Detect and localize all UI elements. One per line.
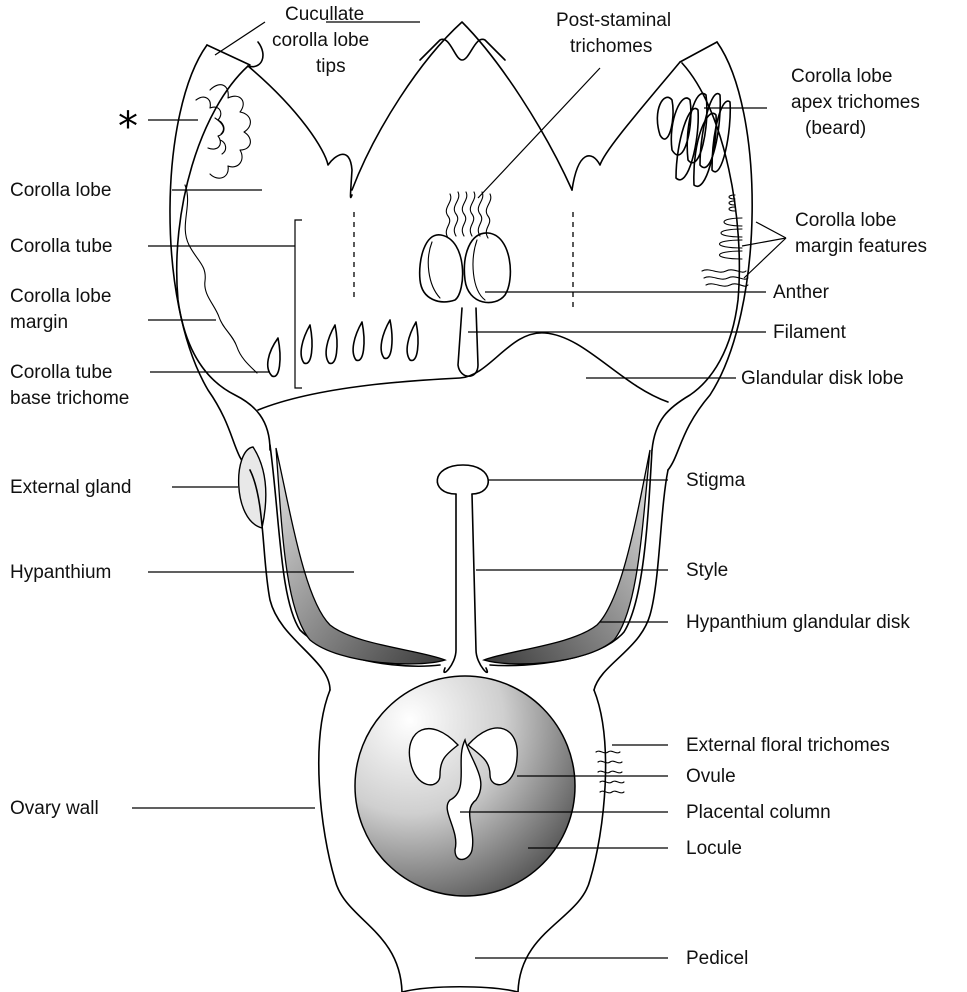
label-pedicel: Pedicel: [686, 948, 748, 969]
label-corolla-lobe: Corolla lobe: [10, 180, 111, 201]
corolla-lobe-margin-features: [702, 195, 748, 286]
label-cucullate-tips-1: Cucullate: [285, 4, 364, 25]
label-ovule: Ovule: [686, 766, 736, 787]
label-locule: Locule: [686, 838, 742, 859]
label-margin-features-1: Corolla lobe: [795, 210, 896, 231]
label-glandular-disk-lobe: Glandular disk lobe: [741, 368, 904, 389]
label-apex-trichomes-3: (beard): [805, 118, 866, 139]
anther-inner-lines: [428, 240, 485, 300]
apex-trichomes-beard: [657, 93, 730, 186]
corolla-floor: [258, 333, 668, 410]
pedicel-base: [402, 987, 518, 992]
right-lobe-tip: [680, 42, 717, 62]
label-external-floral-trichomes: External floral trichomes: [686, 735, 890, 756]
label-hypanthium-disk: Hypanthium glandular disk: [686, 612, 910, 633]
label-external-gland: External gland: [10, 477, 131, 498]
left-lobe-wavy-margin: [185, 185, 257, 373]
label-lobe-margin-1: Corolla lobe: [10, 286, 111, 307]
label-corolla-tube: Corolla tube: [10, 236, 112, 257]
label-apex-trichomes-2: apex trichomes: [791, 92, 920, 113]
style: [444, 494, 487, 672]
stigma: [437, 465, 488, 494]
corolla-tube-base-trichomes: [268, 320, 418, 376]
left-lobe-tip: [207, 45, 250, 65]
anther-left-theca: [420, 235, 463, 302]
flower-drawing: [170, 22, 752, 992]
label-hypanthium: Hypanthium: [10, 562, 111, 583]
label-apex-trichomes-1: Corolla lobe: [791, 66, 892, 87]
outer-corolla-outline: [170, 45, 250, 470]
label-stigma: Stigma: [686, 470, 746, 491]
label-cucullate-tips-3: tips: [316, 56, 346, 77]
label-post-staminal-1: Post-staminal: [556, 10, 671, 31]
label-post-staminal-2: trichomes: [570, 36, 652, 57]
corolla-tube-bracket: [295, 220, 302, 388]
asterisk-marker: *: [118, 104, 138, 150]
hypanthium-glandular-disk-right: [484, 450, 650, 664]
label-margin-features-2: margin features: [795, 236, 927, 257]
left-corolla-wall-inner: [177, 66, 270, 450]
label-tube-base-2: base trichome: [10, 388, 129, 409]
right-corolla-wall-inner: [652, 63, 739, 450]
leader-post-staminal: [478, 68, 600, 198]
post-staminal-trichomes: [446, 192, 491, 238]
leader-margin-features-1: [756, 222, 786, 238]
external-floral-trichomes: [596, 751, 624, 793]
label-style: Style: [686, 560, 728, 581]
filament: [458, 308, 478, 376]
leader-cucullate-left: [215, 22, 265, 55]
label-cucullate-tips-2: corolla lobe: [272, 30, 369, 51]
label-anther: Anther: [773, 282, 830, 303]
middle-lobe-left-edge: [352, 22, 572, 190]
label-filament: Filament: [773, 322, 847, 343]
label-lobe-margin-2: margin: [10, 312, 68, 333]
label-tube-base-1: Corolla tube: [10, 362, 112, 383]
label-placental-column: Placental column: [686, 802, 831, 823]
label-ovary-wall: Ovary wall: [10, 798, 99, 819]
